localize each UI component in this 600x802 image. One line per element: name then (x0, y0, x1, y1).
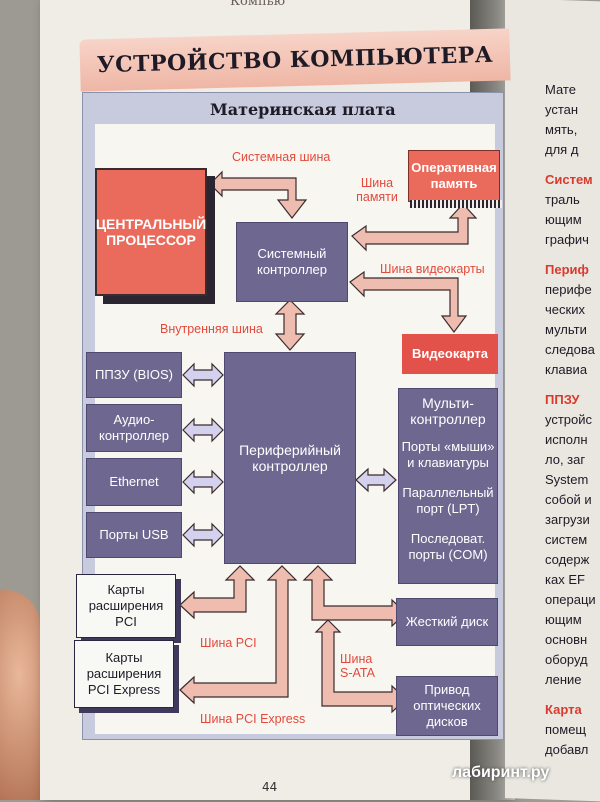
ram-block: Оперативная память (408, 150, 500, 202)
right-page-line: Мате (545, 82, 576, 97)
right-page-line: ках EF (545, 572, 585, 587)
pcie-bus-label: Шина PCI Express (200, 712, 306, 726)
mouse-kbd-ports: Порты «мыши» и клавиатуры (401, 439, 495, 470)
right-page-line: Карта (545, 702, 582, 717)
right-page-line: ющим (545, 612, 582, 627)
watermark: лабиринт.ру (452, 764, 550, 781)
usb-arrow (182, 522, 224, 548)
right-page-line: устан (545, 102, 579, 117)
right-page-line: исполн (545, 432, 588, 447)
right-page-line: для д (545, 142, 579, 157)
right-page-line: добавл (545, 742, 589, 757)
ethernet-block: Ethernet (86, 458, 182, 506)
right-page-line: содерж (545, 552, 590, 567)
pci-bus-label: Шина PCI (200, 636, 257, 650)
running-head: Компью (230, 0, 286, 9)
multi-arrow (355, 467, 397, 493)
usb-block: Порты USB (86, 512, 182, 558)
pcie-cards-block: Карты расширения PCI Express (74, 640, 174, 708)
multi-controller-block: Мульти-контроллер Порты «мыши» и клавиат… (398, 388, 498, 584)
right-page-line: операци (545, 592, 596, 607)
internal-bus-arrow (274, 299, 306, 351)
right-page-line: ющим (545, 212, 582, 227)
hdd-block: Жесткий диск (396, 598, 498, 646)
right-page-line: оборуд (545, 652, 588, 667)
sata-bus-label: Шина S-ATA (340, 652, 375, 680)
right-page-line: клавиа (545, 362, 588, 377)
page-number: 44 (262, 780, 278, 794)
pcie-bus-arrow (179, 565, 298, 705)
pci-cards-block: Карты расширения PCI (76, 574, 176, 638)
right-page-line: графич (545, 232, 589, 247)
multi-controller-title: Мульти-контроллер (410, 395, 486, 427)
right-page-line: перифе (545, 282, 592, 297)
cpu-block: ЦЕНТРАЛЬНЫЙ ПРОЦЕССОР (95, 168, 207, 296)
right-page-line: собой и (545, 492, 592, 507)
system-bus-label: Системная шина (232, 150, 331, 164)
bios-arrow (182, 362, 224, 388)
system-bus-arrow (209, 170, 308, 219)
right-page-line: Периф (545, 262, 589, 277)
memory-bus-arrow (351, 203, 478, 252)
right-page-line: основн (545, 632, 588, 647)
audio-block: Аудио-контроллер (86, 404, 182, 452)
audio-arrow (182, 417, 224, 443)
right-page-line: Систем (545, 172, 593, 187)
right-page-line: устройс (545, 412, 593, 427)
right-page-line: ческих (545, 302, 585, 317)
right-page-line: систем (545, 532, 588, 547)
video-card-block: Видеокарта (402, 334, 498, 374)
right-page-line: ППЗУ (545, 392, 580, 407)
diagram-subtitle: Материнская плата (210, 100, 396, 119)
serial-ports: Последоват. порты (COM) (408, 531, 488, 562)
memory-bus-label: Шина памяти (356, 176, 398, 204)
right-page-line: загрузи (545, 512, 590, 527)
peripheral-controller-block: Периферийный контроллер (224, 352, 356, 564)
right-page-line: ло, заг (545, 452, 586, 467)
video-bus-label: Шина видеокарты (380, 262, 485, 276)
right-page-line: System (545, 472, 589, 487)
right-page-line: мять, (545, 122, 578, 137)
right-page-line: мульти (545, 322, 587, 337)
ethernet-arrow (182, 469, 224, 495)
right-page-line: помещ (545, 722, 587, 737)
optical-block: Привод оптических дисков (396, 676, 498, 736)
system-controller-block: Системный контроллер (236, 222, 348, 302)
right-page-line: траль (545, 192, 580, 207)
right-page-line: ление (545, 672, 582, 687)
video-bus-arrow (349, 270, 468, 333)
sata-hdd-arrow (302, 565, 407, 628)
bios-block: ППЗУ (BIOS) (86, 352, 182, 398)
ram-pins (410, 200, 502, 208)
parallel-port: Параллельный порт (LPT) (402, 485, 494, 516)
internal-bus-label: Внутренняя шина (160, 322, 263, 336)
finger (0, 590, 40, 800)
pci-bus-arrow (179, 565, 256, 620)
right-page-line: следова (545, 342, 595, 357)
